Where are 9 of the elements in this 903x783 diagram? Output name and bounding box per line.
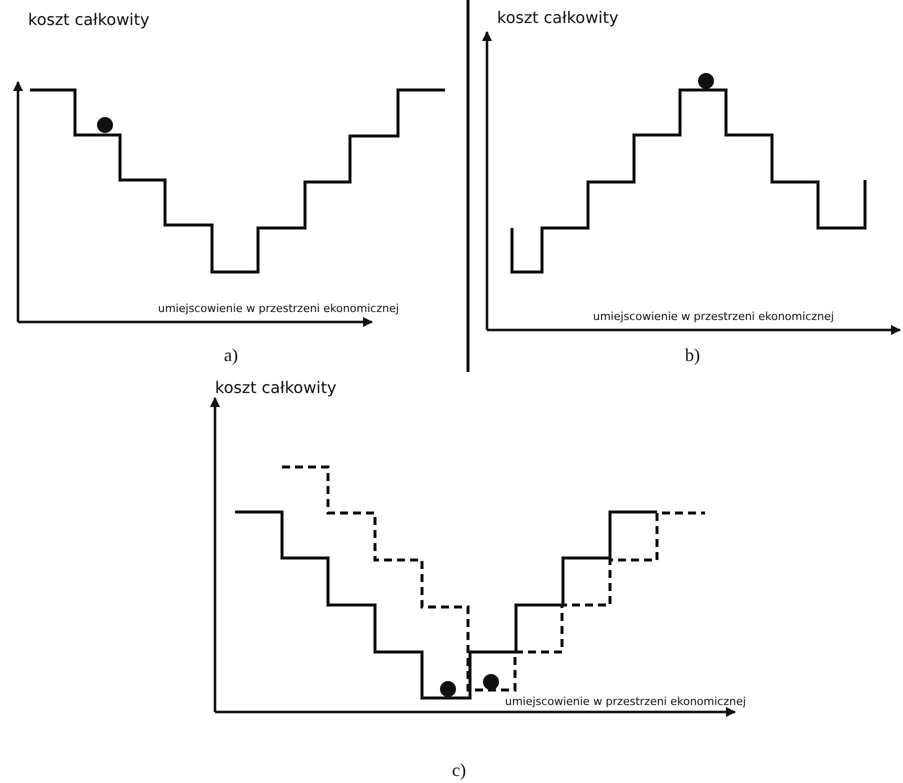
axis-label: umiejscowienie w przestrzeni ekonomicznej (158, 302, 399, 315)
axis-title: koszt całkowity (215, 378, 336, 397)
panel-label: b) (685, 345, 700, 366)
axis-title: koszt całkowity (28, 10, 150, 29)
axis-title: koszt całkowity (497, 8, 618, 27)
panel-label: a) (224, 345, 238, 366)
axis-label: umiejscowienie w przestrzeni ekonomicznej (505, 695, 746, 708)
panel-label: c) (452, 760, 466, 781)
axis-label: umiejscowienie w przestrzeni ekonomicznej (593, 310, 834, 323)
